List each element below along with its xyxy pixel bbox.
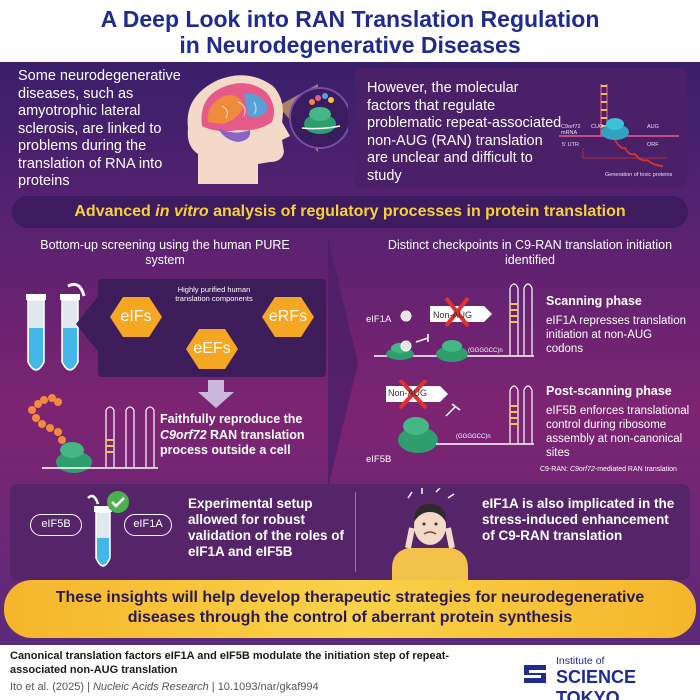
stress-text: eIF1A is also implicated in the stress-i… [482, 496, 675, 543]
cug-label: CUG [591, 124, 604, 130]
logo-big-text: SCIENCE TOKYO [556, 667, 637, 700]
paper-title: Canonical translation factors eIF1A and … [10, 650, 450, 676]
pure-components-box: Highly purified human translation compon… [98, 279, 326, 377]
components-note: Highly purified human translation compon… [175, 285, 253, 303]
title-area: A Deep Look into RAN Translation Regulat… [0, 0, 700, 62]
citation: Ito et al. (2025) | Nucleic Acids Resear… [10, 681, 319, 693]
result-line-2: RAN translation process outside a cell [160, 427, 305, 458]
citation-journal: Nucleic Acids Research [92, 681, 209, 693]
orf-label: ORF [647, 142, 659, 148]
scanning-sign-label: Non-AUG [433, 310, 473, 320]
utr-label: 5' UTR [562, 142, 579, 148]
head-brain-illustration [187, 75, 348, 184]
title-line-1: A Deep Look into RAN Translation Regulat… [100, 6, 600, 32]
experiment-text: Experimental setup allowed for robust va… [188, 496, 345, 559]
mrna-label: C9orf72 mRNA [561, 124, 581, 136]
eif5b-factor-label: eIF5B [366, 454, 392, 465]
ribosome-peptide-illustration [28, 394, 158, 473]
result-line-1: Faithfully reproduce the [160, 412, 303, 426]
citation-doi: | 10.1093/nar/gkaf994 [208, 681, 319, 693]
pointer-triangle [76, 294, 100, 354]
footer: Canonical translation factors eIF1A and … [0, 645, 700, 700]
factor-hex-eifs: eIFs [110, 297, 162, 337]
banner-prefix: Advanced [74, 203, 156, 220]
title-line-2: in Neurodegenerative Diseases [179, 32, 521, 58]
citation-authors: Ito et al. (2025) | [10, 681, 93, 693]
pill-eif5b: eIF5B [30, 514, 82, 536]
footnote-italic: C9orf72 [569, 466, 595, 473]
post-scanning-sign-label: Non-AUG [388, 388, 428, 398]
factor-hex-eefs: eEFs [186, 329, 238, 369]
result-italic: C9orf72 [160, 427, 207, 442]
faithful-reproduction-text: Faithfully reproduce the C9orf72 RAN tra… [160, 412, 320, 459]
post-scanning-repeat-label: (GGGGCC)n [456, 434, 491, 440]
eif1a-factor-label: eIF1A [366, 314, 392, 325]
toxic-proteins-caption: Generation of toxic proteins [605, 172, 673, 178]
intro-left-text: Some neurodegenerative diseases, such as… [18, 68, 181, 189]
institute-logo-icon [524, 665, 546, 683]
conclusion-line-2: diseases through the control of aberrant… [127, 609, 573, 626]
section-banner: Advanced in vitro analysis of regulatory… [12, 196, 688, 228]
left-column-heading: Bottom-up screening using the human PURE… [40, 238, 290, 267]
main-panel: Some neurodegenerative diseases, such as… [0, 62, 700, 645]
validation-tube-illustration [87, 494, 112, 567]
post-scanning-phase-title: Post-scanning phase [546, 384, 672, 398]
logo-small-text: Institute of [556, 655, 605, 667]
stressed-person-illustration [392, 488, 468, 580]
scanning-repeat-label: (GGGGCC)n [468, 348, 503, 354]
test-tubes-illustration [26, 282, 86, 371]
banner-suffix: analysis of regulatory processes in prot… [208, 203, 626, 220]
right-column-heading: Distinct checkpoints in C9-RAN translati… [387, 238, 673, 267]
factor-hex-erfs: eRFs [262, 297, 314, 337]
post-scanning-phase-desc: eIF5B enforces translational control dur… [546, 405, 690, 459]
down-arrow-icon [198, 380, 234, 408]
aug-label: AUG [647, 124, 659, 130]
intro-right-text: However, the molecular factors that regu… [367, 80, 562, 184]
pill-eif1a: eIF1A [124, 514, 172, 536]
scanning-phase-diagram [374, 283, 534, 362]
post-scanning-diagram [386, 380, 534, 453]
conclusion-line-1: These insights will help develop therape… [55, 589, 645, 606]
check-icon [107, 491, 129, 513]
scanning-phase-desc: eIF1A represses translation initiation a… [546, 315, 686, 355]
scanning-phase-title: Scanning phase [546, 294, 642, 308]
footnote-prefix: C9-RAN: [540, 466, 570, 473]
right-chevron-arrow [328, 238, 358, 488]
conclusion-banner: These insights will help develop therape… [4, 580, 696, 638]
intro-box: However, the molecular factors that regu… [355, 68, 687, 188]
bottom-divider [355, 492, 356, 572]
footnote-suffix: -mediated RAN translation [594, 466, 677, 473]
c9orf72-mrna-diagram [559, 84, 679, 167]
page-title: A Deep Look into RAN Translation Regulat… [0, 0, 700, 58]
banner-italic: in vitro [155, 203, 209, 220]
c9-ran-footnote: C9-RAN: C9orf72-mediated RAN translation [540, 466, 677, 473]
